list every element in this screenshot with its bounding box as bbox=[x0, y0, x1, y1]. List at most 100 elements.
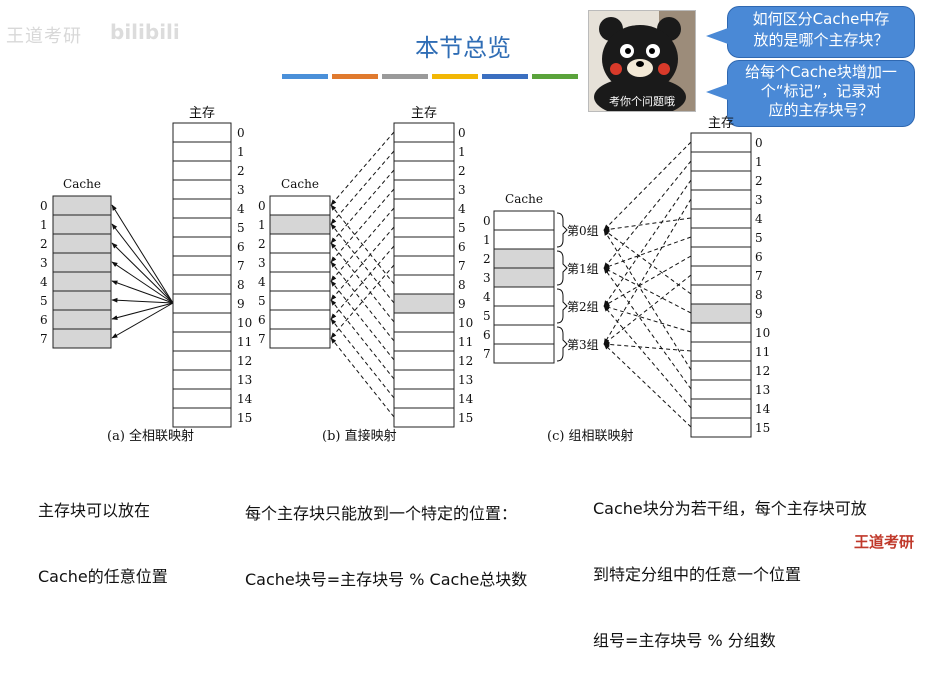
description-a-line-1: 主存块可以放在 bbox=[38, 501, 151, 520]
memory-b-block bbox=[393, 274, 455, 295]
direct-mapping-arrow bbox=[330, 226, 395, 301]
question-line-1: 如何区分Cache中存 bbox=[752, 10, 890, 28]
cache-block-number: 6 bbox=[40, 313, 48, 327]
memory-b-block bbox=[393, 331, 455, 352]
direct-mapping-arrow bbox=[330, 131, 395, 206]
direct-mapping-arrow bbox=[330, 150, 395, 225]
memory-block-number: 4 bbox=[237, 202, 245, 216]
memory-block-number: 4 bbox=[458, 202, 466, 216]
set-mapping-arrow bbox=[603, 160, 692, 269]
memory-block-number: 6 bbox=[458, 240, 466, 254]
cache-block-number: 1 bbox=[258, 218, 266, 232]
cache-c-block bbox=[493, 305, 555, 326]
set-mapping-arrow bbox=[603, 305, 692, 409]
direct-mapping-arrow bbox=[330, 204, 395, 285]
memory-c-block bbox=[690, 227, 752, 248]
memory-a-block bbox=[172, 331, 232, 352]
cache-a-block bbox=[52, 290, 112, 311]
cache-a-block bbox=[52, 271, 112, 292]
cache-block-number: 4 bbox=[40, 275, 48, 289]
memory-block-number: 11 bbox=[237, 335, 252, 349]
memory-block-number: 6 bbox=[755, 250, 763, 264]
memory-block-number: 15 bbox=[755, 421, 770, 435]
description-c-line-3: 组号=主存块号 % 分组数 bbox=[593, 631, 776, 650]
cache-block-number: 6 bbox=[258, 313, 266, 327]
memory-block-number: 8 bbox=[458, 278, 466, 292]
memory-block-number: 13 bbox=[755, 383, 770, 397]
cache-label: Cache bbox=[505, 192, 543, 206]
cache-block-number: 2 bbox=[40, 237, 48, 251]
memory-block-number: 13 bbox=[237, 373, 252, 387]
memory-c-block bbox=[690, 360, 752, 381]
memory-a-block bbox=[172, 312, 232, 333]
cache-block-number: 0 bbox=[483, 214, 491, 228]
memory-c-block bbox=[690, 246, 752, 267]
memory-block-number: 0 bbox=[458, 126, 466, 140]
caption-direct-mapped: (b) 直接映射 bbox=[322, 429, 397, 444]
memory-block-number: 14 bbox=[755, 402, 771, 416]
memory-block-number: 2 bbox=[237, 164, 245, 178]
memory-block-number: 15 bbox=[237, 411, 252, 425]
cache-block-number: 5 bbox=[258, 294, 266, 308]
memory-block-number: 15 bbox=[458, 411, 473, 425]
memory-a-block bbox=[172, 179, 232, 200]
memory-a-block bbox=[172, 407, 232, 428]
set-mapping-arrow bbox=[603, 343, 692, 428]
memory-block-number: 13 bbox=[458, 373, 473, 387]
direct-mapping-arrow bbox=[330, 299, 395, 380]
description-b-line-1: 每个主存块只能放到一个特定的位置： bbox=[245, 504, 518, 523]
set-mapping-arrow bbox=[603, 179, 692, 307]
direct-mapping-arrow bbox=[330, 207, 395, 282]
cache-c-block bbox=[493, 343, 555, 364]
memory-block-number: 11 bbox=[755, 345, 770, 359]
memory-block-number: 3 bbox=[755, 193, 763, 207]
memory-block-number: 5 bbox=[458, 221, 466, 235]
fully-associative-arrow bbox=[111, 242, 174, 304]
cache-c-block bbox=[493, 210, 555, 231]
set-mapping-arrow bbox=[603, 267, 692, 390]
memory-b-block bbox=[393, 122, 455, 143]
cache-block-number: 1 bbox=[40, 218, 48, 232]
cache-block-number: 3 bbox=[40, 256, 48, 270]
answer-line-3: 应的主存块号？ bbox=[768, 101, 874, 119]
memory-b-block bbox=[393, 160, 455, 181]
fully-associative-arrow bbox=[111, 280, 174, 304]
memory-block-number: 10 bbox=[237, 316, 252, 330]
memory-block-number: 2 bbox=[755, 174, 763, 188]
fully-associative-arrow bbox=[111, 302, 174, 320]
direct-mapping-arrow bbox=[330, 169, 395, 244]
cache-block-number: 1 bbox=[483, 233, 491, 247]
set-mapping-arrow bbox=[603, 217, 692, 232]
memory-block-number: 3 bbox=[237, 183, 245, 197]
set-mapping-arrow bbox=[603, 342, 692, 352]
bilibili-logo: bilibili bbox=[110, 20, 180, 44]
set-mapping-arrow bbox=[603, 229, 692, 295]
cache-block-number: 7 bbox=[40, 332, 48, 346]
group-label: 第1组 bbox=[567, 262, 599, 276]
cache-b-block bbox=[269, 271, 331, 292]
fully-associative-arrow bbox=[111, 261, 174, 304]
main-memory-label: 主存 bbox=[189, 106, 215, 121]
memory-a-block bbox=[172, 141, 232, 162]
memory-block-number: 0 bbox=[755, 136, 763, 150]
caption-set-associative: (c) 组相联映射 bbox=[547, 429, 634, 444]
title-underline-segment bbox=[532, 74, 578, 79]
direct-mapping-arrow bbox=[330, 337, 395, 418]
memory-c-block bbox=[690, 132, 752, 153]
memory-c-block bbox=[690, 341, 752, 362]
question-bubble-tail bbox=[706, 28, 728, 44]
cache-a-block bbox=[52, 328, 112, 349]
mascot-caption: 考你个问题哦 bbox=[609, 95, 675, 108]
cache-c-block bbox=[493, 324, 555, 345]
memory-block-number: 10 bbox=[755, 326, 770, 340]
memory-b-block bbox=[393, 293, 455, 314]
description-a-line-2: Cache的任意位置 bbox=[38, 567, 168, 586]
cache-a-block bbox=[52, 214, 112, 235]
memory-block-number: 1 bbox=[458, 145, 466, 159]
memory-b-block bbox=[393, 312, 455, 333]
description-set-associative: Cache块分为若干组，每个主存块可放 到特定分组中的任意一个位置 组号=主存块… bbox=[593, 454, 867, 674]
question-line-2: 放的是哪个主存块？ bbox=[753, 31, 889, 49]
answer-line-2: 个“标记”，记录对 bbox=[760, 82, 882, 100]
memory-block-number: 9 bbox=[755, 307, 763, 321]
fully-associative-arrow bbox=[111, 297, 174, 304]
